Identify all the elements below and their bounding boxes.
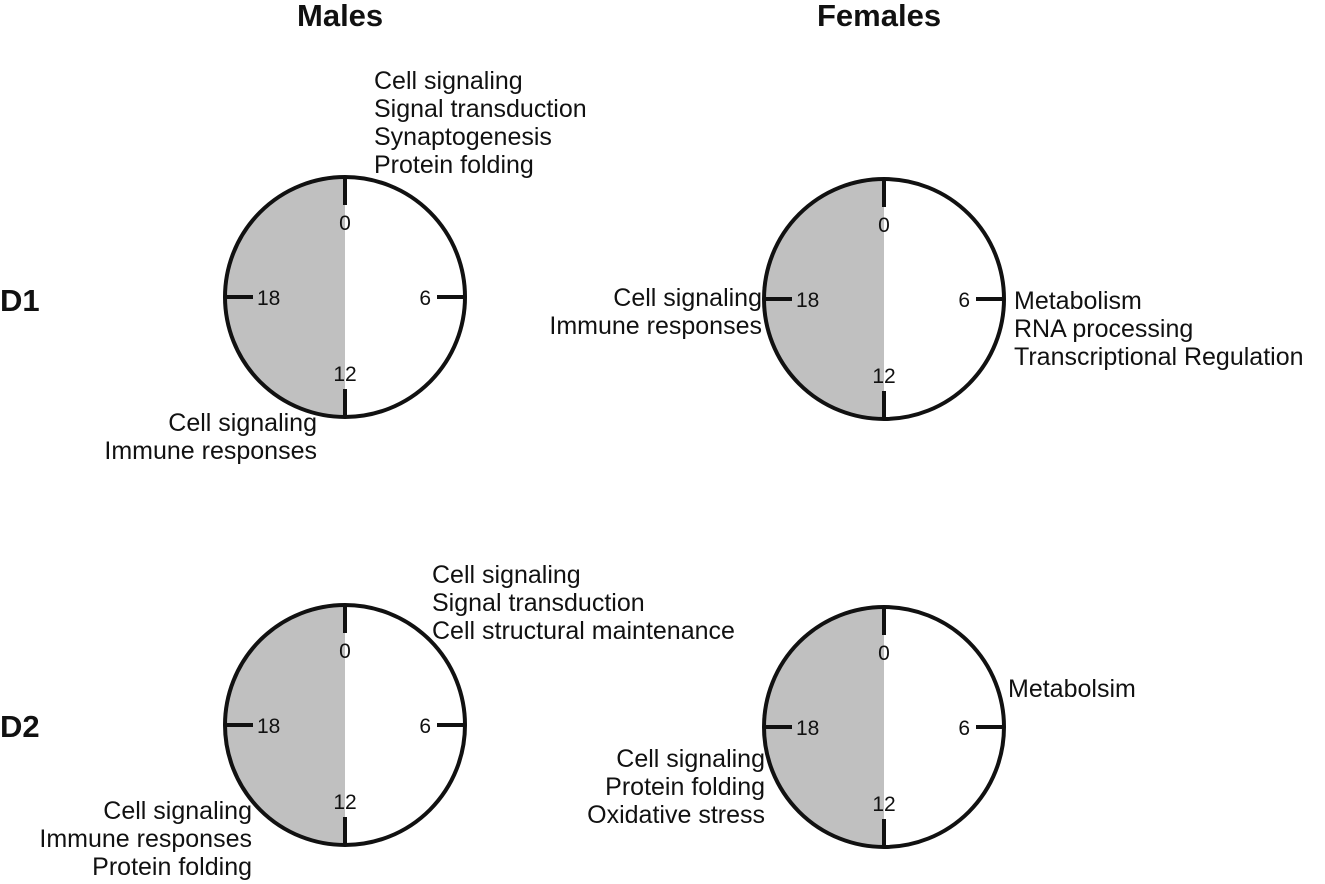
row-label-d2: D2 xyxy=(0,709,40,744)
term-label: Signal transduction xyxy=(432,589,645,617)
d2-females-left-terms: Cell signaling Protein folding Oxidative… xyxy=(587,745,765,829)
term-label: Transcriptional Regulation xyxy=(1014,343,1304,371)
tick-label-18: 18 xyxy=(796,289,819,312)
d1-females-right-terms: Metabolism RNA processing Transcriptiona… xyxy=(1014,287,1304,371)
term-label: Protein folding xyxy=(374,151,534,179)
term-label: Cell signaling xyxy=(432,561,581,589)
tick-label-0: 0 xyxy=(339,640,351,663)
tick-label-18: 18 xyxy=(257,715,280,738)
term-label: Cell signaling xyxy=(613,284,762,312)
term-label: Cell signaling xyxy=(374,67,523,95)
term-label: Signal transduction xyxy=(374,95,587,123)
tick-label-12: 12 xyxy=(872,793,895,816)
term-label: Protein folding xyxy=(92,853,252,881)
term-label: Cell structural maintenance xyxy=(432,617,735,645)
tick-label-0: 0 xyxy=(878,642,890,665)
clock-d2-males: 0 6 12 18 xyxy=(223,603,467,847)
clock-d1-males: 0 6 12 18 xyxy=(223,175,467,419)
term-label: Cell signaling xyxy=(103,797,252,825)
tick-label-18: 18 xyxy=(257,287,280,310)
term-label: Metabolsim xyxy=(1008,675,1136,703)
term-label: Synaptogenesis xyxy=(374,123,552,151)
row-label-d1: D1 xyxy=(0,283,40,318)
d2-females-upper-right-terms: Metabolsim xyxy=(1008,675,1136,703)
term-label: Immune responses xyxy=(104,437,317,465)
dark-phase-half xyxy=(225,177,345,417)
term-label: Cell signaling xyxy=(616,745,765,773)
clock-d1-females: 0 6 12 18 xyxy=(762,177,1006,421)
tick-label-12: 12 xyxy=(872,365,895,388)
term-label: Metabolism xyxy=(1014,287,1142,315)
dark-phase-half xyxy=(764,179,884,419)
column-title-males: Males xyxy=(297,0,384,33)
tick-label-6: 6 xyxy=(419,287,431,310)
tick-label-12: 12 xyxy=(333,791,356,814)
tick-label-6: 6 xyxy=(958,289,970,312)
term-label: Cell signaling xyxy=(168,409,317,437)
tick-label-18: 18 xyxy=(796,717,819,740)
clock-d2-females: 0 6 12 18 xyxy=(762,605,1006,849)
d2-males-upper-right-terms: Cell signaling Signal transduction Cell … xyxy=(432,561,735,645)
term-label: Immune responses xyxy=(39,825,252,853)
d1-males-lower-left-terms: Cell signaling Immune responses xyxy=(104,409,317,465)
term-label: Immune responses xyxy=(549,312,762,340)
tick-label-0: 0 xyxy=(339,212,351,235)
tick-label-6: 6 xyxy=(419,715,431,738)
tick-label-6: 6 xyxy=(958,717,970,740)
column-title-females: Females xyxy=(817,0,942,33)
term-label: Oxidative stress xyxy=(587,801,765,829)
dark-phase-half xyxy=(764,607,884,847)
d2-males-lower-left-terms: Cell signaling Immune responses Protein … xyxy=(39,797,252,881)
dark-phase-half xyxy=(225,605,345,845)
tick-label-12: 12 xyxy=(333,363,356,386)
term-label: RNA processing xyxy=(1014,315,1194,343)
d1-females-left-terms: Cell signaling Immune responses xyxy=(549,284,762,340)
d1-males-upper-right-terms: Cell signaling Signal transduction Synap… xyxy=(374,67,587,179)
term-label: Protein folding xyxy=(605,773,765,801)
tick-label-0: 0 xyxy=(878,214,890,237)
